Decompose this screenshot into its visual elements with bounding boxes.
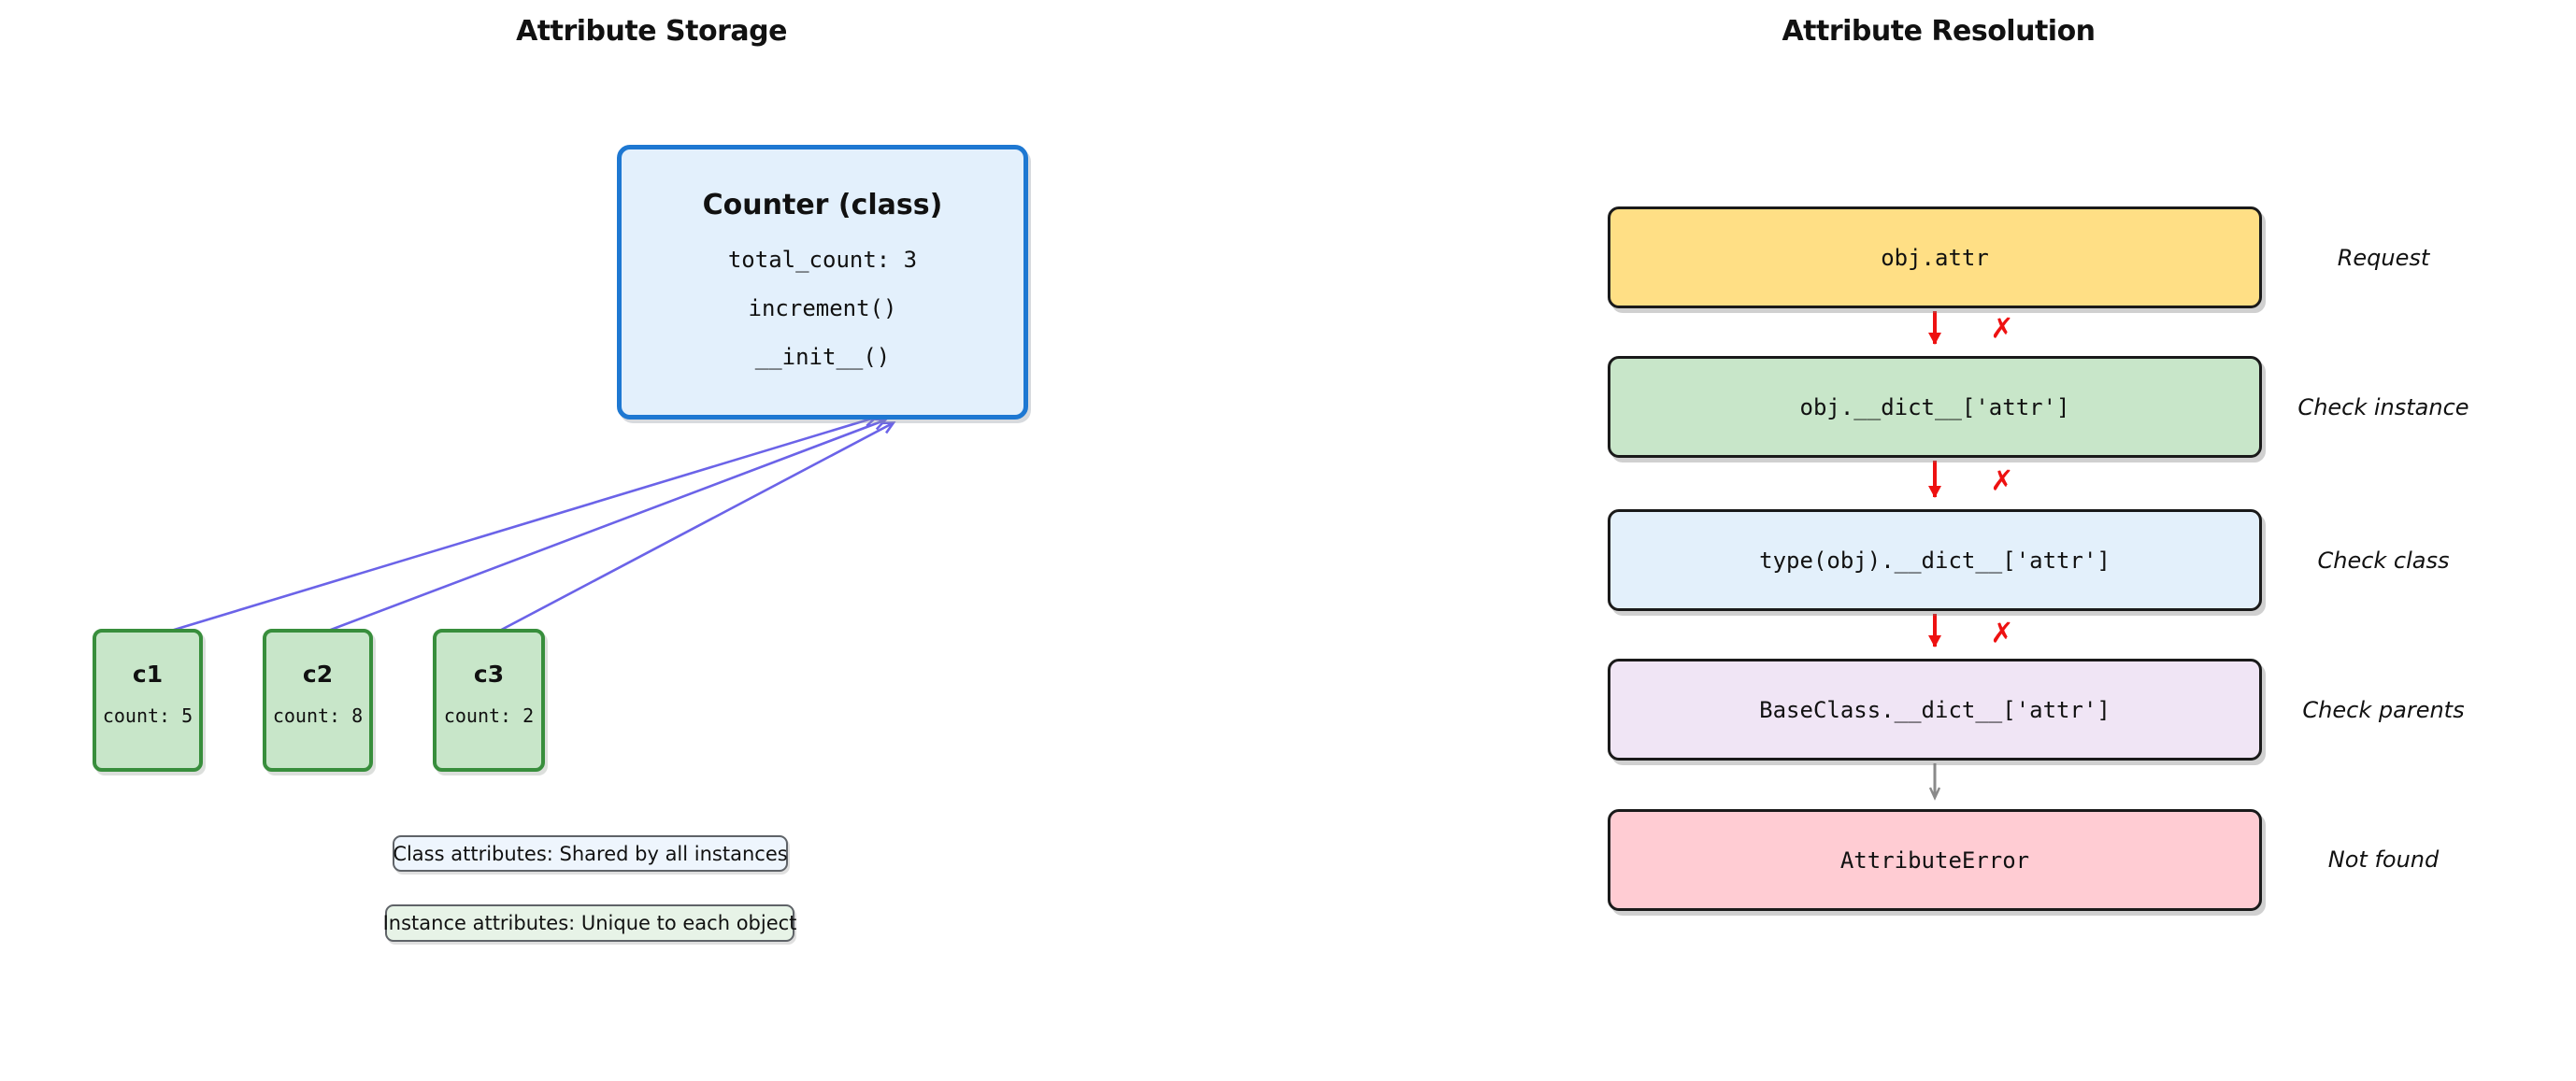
class-box-counter: Counter (class) total_count: 3 increment… (617, 145, 1028, 420)
arrow-c2-to-class (322, 420, 884, 634)
flow-step-code: obj.__dict__['attr'] (1799, 393, 2070, 420)
instance-name: c2 (302, 661, 334, 688)
class-box-title: Counter (class) (702, 189, 943, 221)
right-panel-title: Attribute Resolution (1782, 15, 2096, 48)
fail-x-icon: ✗ (1990, 312, 2014, 346)
instance-box-c1: c1 count: 5 (93, 629, 203, 772)
flow-step-code: AttributeError (1839, 846, 2030, 874)
arrow-c1-to-class (149, 418, 875, 639)
flow-step-code: BaseClass.__dict__['attr'] (1759, 696, 2111, 723)
legend-instance-attributes-label: Instance attributes: Unique to each obje… (382, 912, 797, 934)
class-member-increment: increment() (748, 295, 897, 321)
flow-stage-label-check-instance: Check instance (2297, 394, 2469, 420)
arrow-c3-to-class (492, 423, 893, 636)
fail-x-icon: ✗ (1990, 617, 2014, 650)
flow-stage-label-request: Request (2337, 245, 2430, 271)
instance-box-c3: c3 count: 2 (433, 629, 545, 772)
instance-attr: count: 5 (102, 704, 193, 727)
flow-stage-label-not-found: Not found (2327, 846, 2440, 873)
instance-attr: count: 8 (272, 704, 364, 727)
legend-class-attributes: Class attributes: Shared by all instance… (393, 835, 788, 872)
class-member-init: __init__() (754, 344, 891, 370)
flow-stage-label-check-class: Check class (2317, 548, 2450, 574)
fail-x-icon: ✗ (1990, 464, 2014, 498)
flow-step-check-parents: BaseClass.__dict__['attr'] (1608, 659, 2262, 761)
legend-class-attributes-label: Class attributes: Shared by all instance… (393, 842, 788, 865)
legend-instance-attributes: Instance attributes: Unique to each obje… (382, 904, 797, 942)
flow-stage-label-check-parents: Check parents (2302, 697, 2465, 723)
instance-attr: count: 2 (443, 704, 535, 727)
flow-step-check-class: type(obj).__dict__['attr'] (1608, 509, 2262, 611)
flow-step-check-instance: obj.__dict__['attr'] (1608, 356, 2262, 458)
flow-step-attribute-error: AttributeError (1608, 809, 2262, 911)
flow-step-request: obj.attr (1608, 206, 2262, 308)
flow-step-code: type(obj).__dict__['attr'] (1759, 547, 2111, 574)
class-member-total-count: total_count: 3 (727, 247, 918, 273)
flow-step-code: obj.attr (1881, 244, 1989, 271)
instance-name: c1 (132, 661, 164, 688)
instance-name: c3 (473, 661, 505, 688)
left-panel-title: Attribute Storage (516, 15, 787, 48)
instance-box-c2: c2 count: 8 (263, 629, 373, 772)
